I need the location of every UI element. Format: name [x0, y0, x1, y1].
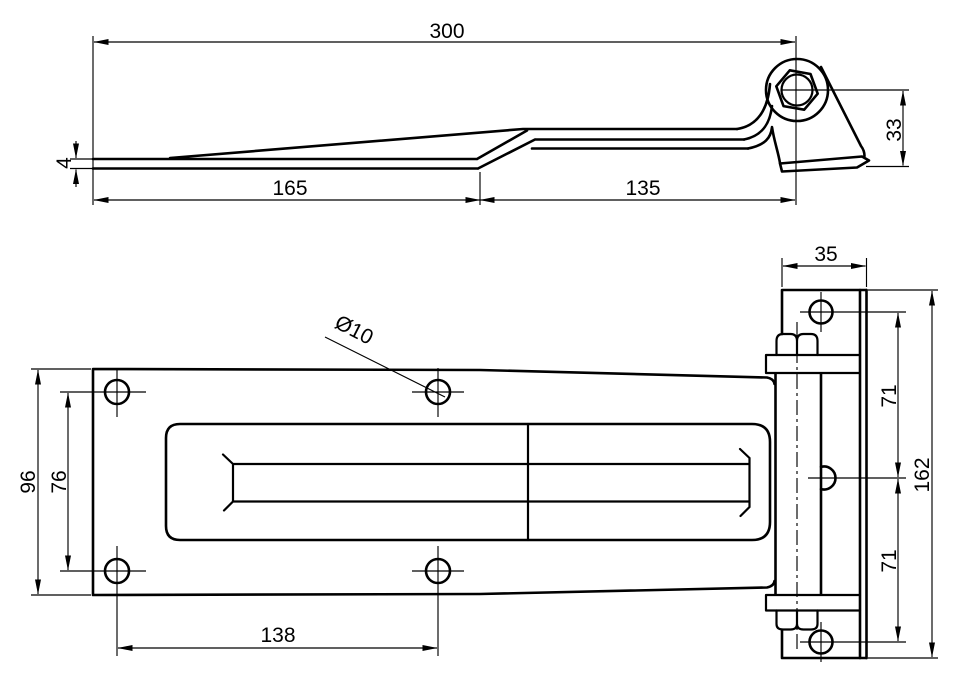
dim-label-hole-pitch-horizontal: 138: [260, 624, 295, 647]
hex-nut-side-icon: [775, 69, 819, 111]
embossed-rib-outer: [164, 422, 772, 542]
dim-label-tip-thickness: 4: [53, 157, 76, 169]
dim-label-bracket-width: 35: [814, 243, 837, 266]
dim-label-plate-width: 96: [17, 470, 40, 493]
dim-label-left-segment: 165: [272, 177, 307, 200]
hole-crosshairs: [60, 368, 464, 656]
bracket-side-diagonal: [819, 65, 866, 158]
bracket-side-base: [778, 155, 871, 173]
side-view-dimensions: 300 165 135 4 33: [53, 20, 909, 205]
strap-side-profile: [91, 127, 750, 170]
mounting-bracket: [780, 288, 868, 662]
plate-mounting-holes: [60, 368, 464, 656]
dim-label-hole-pitch-vertical: 76: [48, 470, 71, 493]
pin-nut-bottom: [775, 609, 819, 631]
pin-washer-bottom: [764, 593, 862, 612]
dim-label-bracket-length: 162: [911, 457, 934, 492]
dim-label-right-segment: 135: [625, 177, 660, 200]
bracket-bottom-lug: [780, 628, 868, 660]
hole-diameter-leader: [324, 336, 446, 398]
pin-washer-top: [764, 353, 862, 375]
dim-label-overall-length: 300: [429, 20, 464, 43]
pin-nut-top: [775, 332, 819, 357]
dim-label-lower-hole-pitch: 71: [878, 549, 901, 572]
strap-knuckle-curves: [735, 82, 782, 165]
dim-label-upper-hole-pitch: 71: [878, 384, 901, 407]
side-view: 300 165 135 4 33: [53, 20, 909, 205]
plan-view: 35 96 76 138 71 71: [17, 243, 938, 662]
embossed-rib-inner: [221, 447, 751, 518]
dim-label-bracket-height: 33: [883, 118, 906, 141]
bracket-top-lug: [780, 288, 868, 336]
